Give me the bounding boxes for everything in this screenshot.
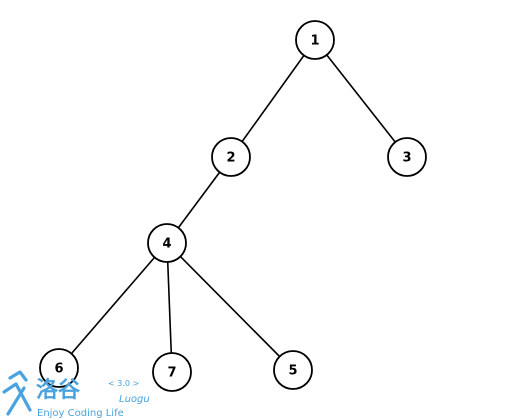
node-label: 3 [402,151,411,166]
edges-layer [58,39,408,373]
edge-4-7 [166,242,173,373]
tree-node-2: 2 [211,137,251,177]
node-circle [273,350,313,390]
edge-4-6 [58,242,168,369]
node-label: 2 [226,151,235,166]
luogu-brand: Luogu [119,394,150,405]
node-label: 1 [310,34,319,49]
edge-1-2 [230,39,316,158]
node-label: 7 [167,366,176,381]
node-circle [147,223,187,263]
luogu-logo-icon [2,370,32,416]
node-label: 6 [54,362,63,377]
node-circle [39,348,79,388]
nodes-layer: 1 2 3 4 5 6 7 [39,20,427,392]
luogu-version: < 3.0 > [108,379,139,388]
luogu-logo-text: 洛谷 [36,377,81,403]
edge-4-5 [166,242,294,371]
tree-node-6: 6 [39,348,79,388]
node-label: 4 [162,237,171,252]
edge-1-3 [314,39,408,158]
tree-node-3: 3 [387,137,427,177]
tree-node-4: 4 [147,223,187,263]
node-circle [295,20,335,60]
node-circle [211,137,251,177]
tree-node-7: 7 [152,352,192,392]
luogu-watermark: 洛谷 < 3.0 > Luogu Enjoy Coding Life [2,370,150,419]
node-circle [152,352,192,392]
node-label: 5 [288,364,297,379]
tree-node-5: 5 [273,350,313,390]
node-circle [387,137,427,177]
luogu-slogan: Enjoy Coding Life [37,408,124,419]
tree-node-1: 1 [295,20,335,60]
